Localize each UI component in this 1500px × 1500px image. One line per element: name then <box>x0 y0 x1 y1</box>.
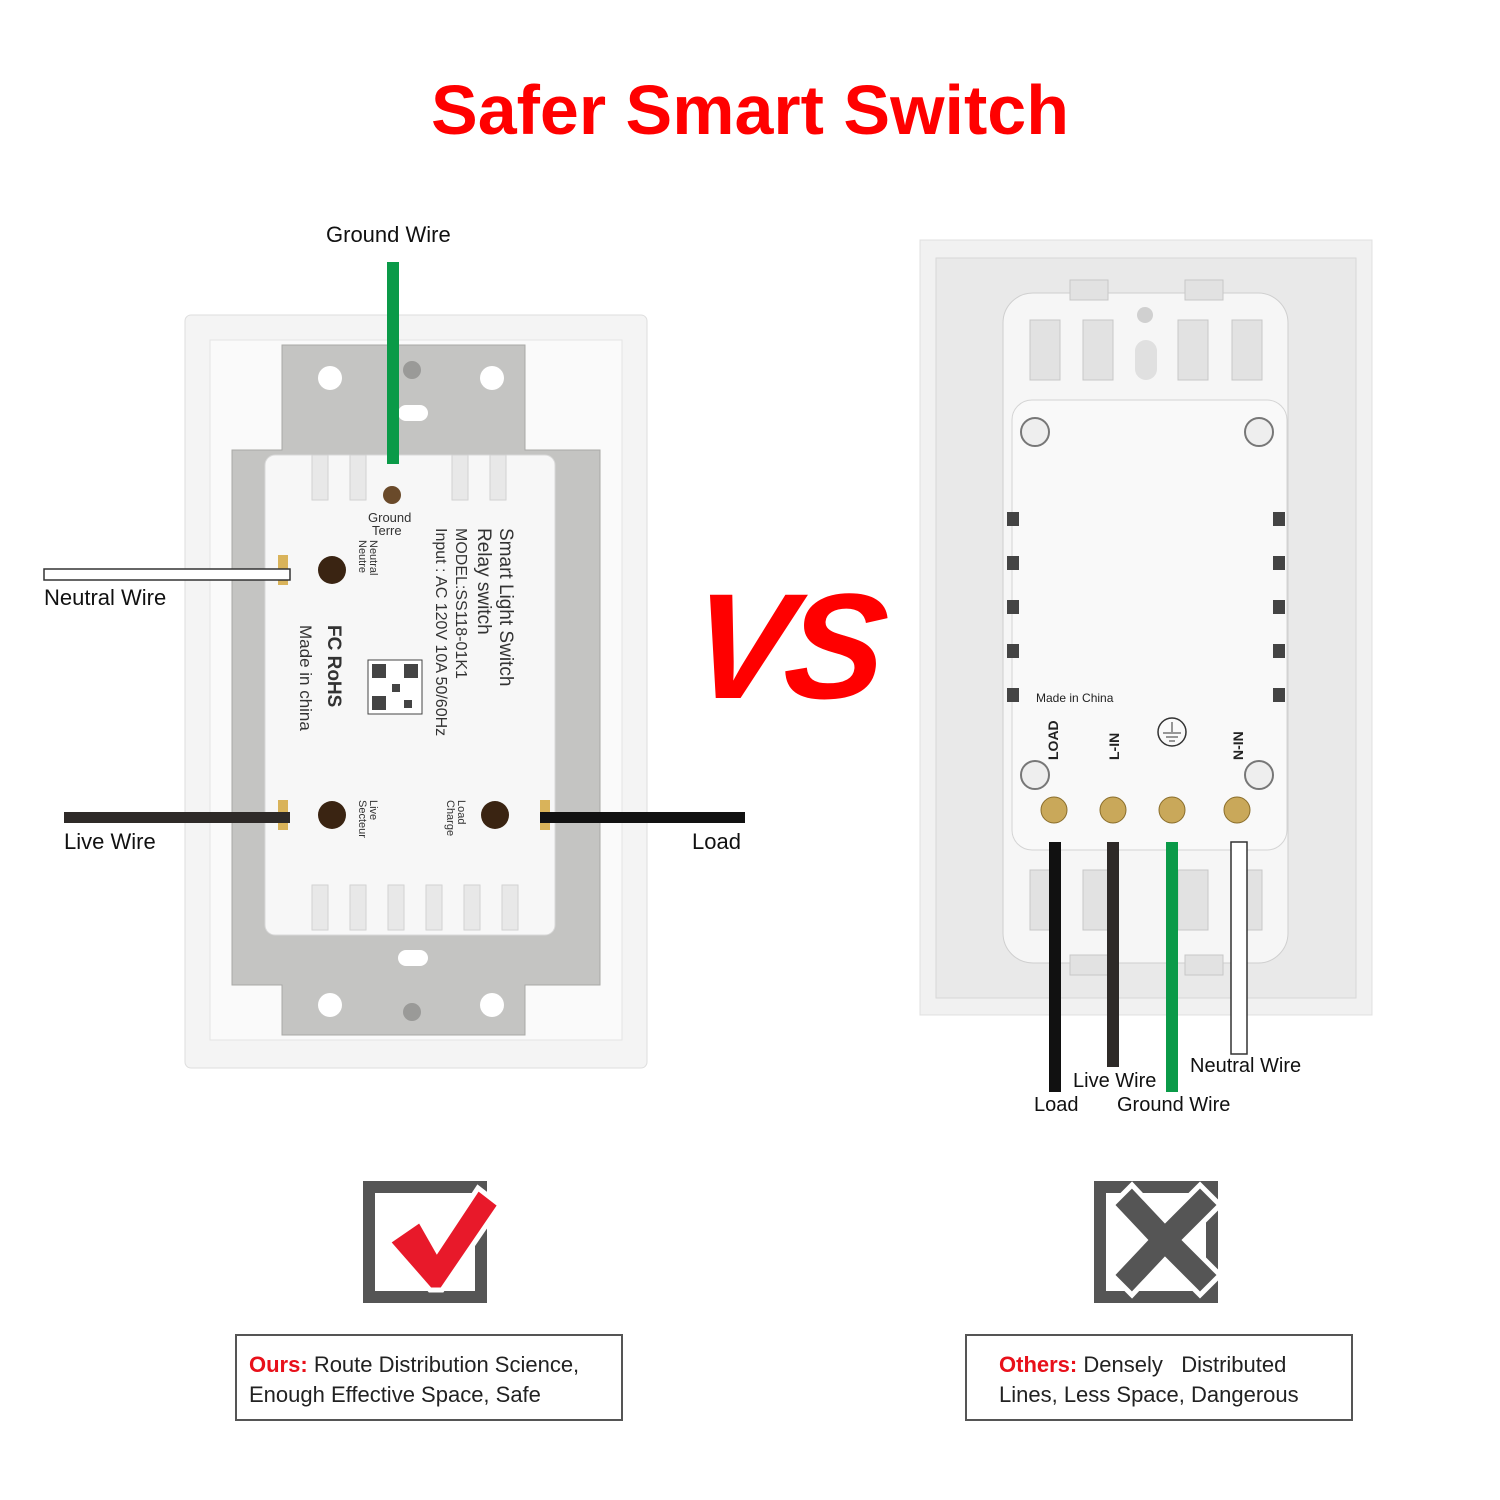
left-wires <box>43 262 745 823</box>
module-name: Smart Light Switch <box>495 528 516 686</box>
left-relay-module <box>264 454 556 936</box>
load-terminal-label: Load <box>455 800 467 824</box>
right-neutral-wire-label: Neutral Wire <box>1190 1055 1302 1077</box>
others-caption-box: Others: Densely Distributed Lines, Less … <box>965 1334 1353 1421</box>
others-line2: Lines, Less Space, Dangerous <box>999 1382 1299 1407</box>
others-prefix: Others: <box>999 1352 1078 1377</box>
left-load-label: Load <box>692 829 741 854</box>
page-title: Safer Smart Switch <box>431 71 1069 149</box>
right-load-wire <box>1049 842 1061 1092</box>
right-live-wire-label: Live Wire <box>1073 1070 1157 1092</box>
right-live-wire <box>1107 842 1119 1067</box>
right-ground-wire-label: Ground Wire <box>1117 1094 1231 1116</box>
ours-line1: Route Distribution Science, <box>313 1352 580 1377</box>
charge-terminal-label: Charge <box>444 800 456 836</box>
right-neutral-wire <box>1230 841 1248 1055</box>
module-model: MODEL:SS118-01K1 <box>452 528 469 679</box>
module-sub: Relay switch <box>473 528 494 635</box>
cross-icon <box>1094 1181 1224 1303</box>
terre-terminal-label: Terre <box>372 523 402 538</box>
ours-line2: Enough Effective Space, Safe <box>249 1382 541 1407</box>
neutral-terminal-label: Neutral <box>367 540 379 575</box>
left-ground-wire-label: Ground Wire <box>326 222 451 247</box>
load-terminal: LOAD <box>1045 720 1061 760</box>
right-module-body <box>1007 399 1288 851</box>
right-ground-wire <box>1166 842 1178 1092</box>
check-icon <box>363 1181 504 1303</box>
ours-caption-box: Ours: Route Distribution Science, Enough… <box>235 1334 623 1421</box>
vs-text: VS <box>683 562 889 730</box>
left-load-wire <box>540 812 745 823</box>
made-in-text: Made in china <box>296 625 315 731</box>
left-live-wire <box>64 812 290 823</box>
module-input: Input : AC 120V 10A 50/60Hz <box>432 528 449 736</box>
left-neutral-wire-label: Neutral Wire <box>44 585 167 610</box>
left-ground-wire <box>387 262 399 464</box>
right-load-label: Load <box>1034 1094 1079 1116</box>
n-in-terminal: N-IN <box>1230 731 1246 760</box>
ground-terminal-label: Ground <box>368 510 411 525</box>
neutre-terminal-label: Neutre <box>356 540 368 573</box>
ground-symbol-icon <box>1157 717 1187 747</box>
left-live-wire-label: Live Wire <box>64 829 156 854</box>
secteur-terminal-label: Secteur <box>356 800 368 838</box>
right-module-text: Made in China LOAD L-IN N-IN <box>1036 691 1246 760</box>
left-module-text: Ground Terre Smart Light Switch Relay sw… <box>296 510 516 838</box>
others-line1: Densely Distributed <box>1083 1352 1287 1377</box>
live-terminal-label: Live <box>367 800 379 820</box>
l-in-terminal: L-IN <box>1106 733 1122 760</box>
ours-prefix: Ours: <box>249 1352 308 1377</box>
right-wires <box>1049 841 1248 1092</box>
left-neutral-wire <box>43 568 291 581</box>
made-in-china-text: Made in China <box>1036 691 1114 705</box>
cert-marks: FC RoHS <box>323 625 344 707</box>
